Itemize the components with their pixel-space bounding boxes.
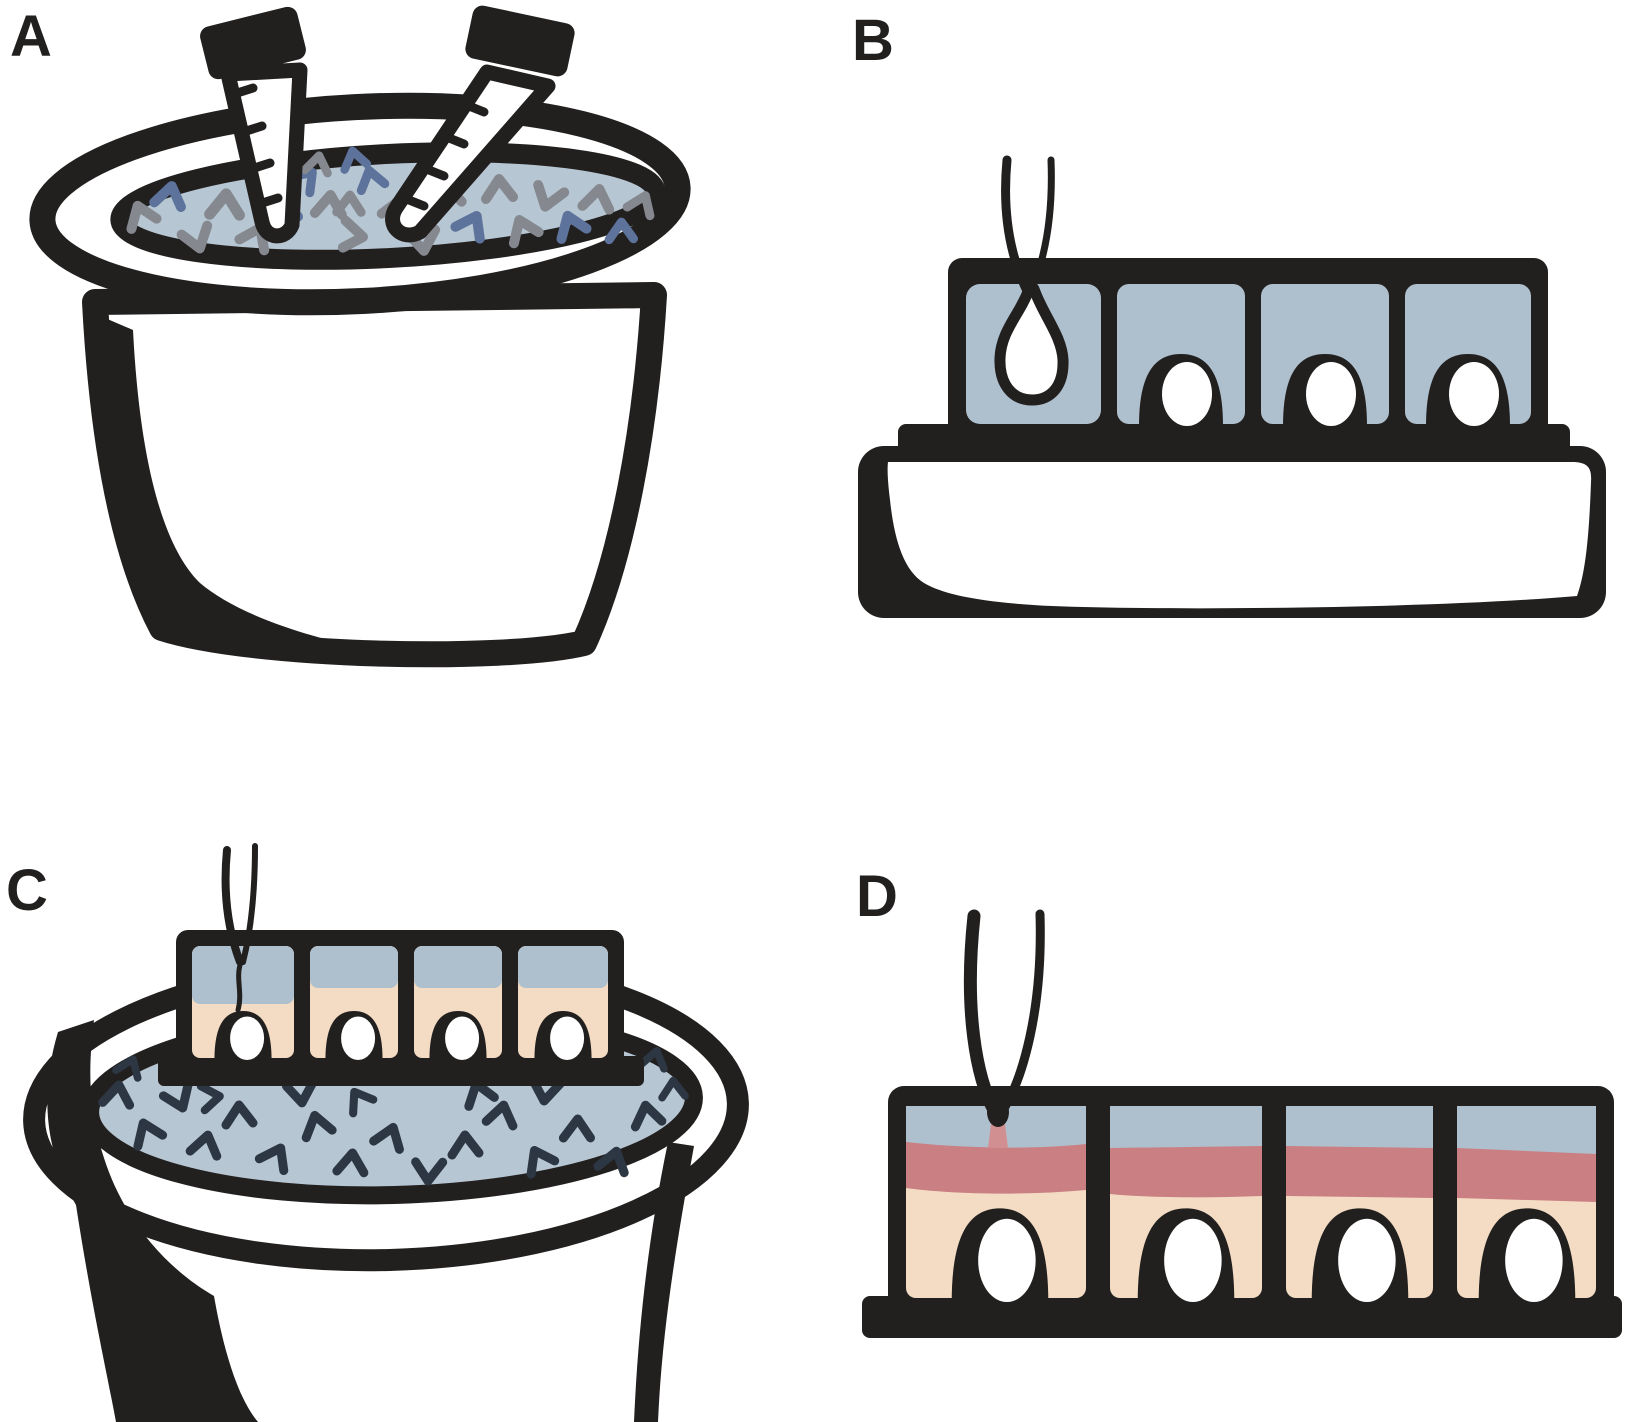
well-block-3 (1286, 1106, 1433, 1302)
conical-tube-left (200, 6, 308, 244)
bucket-right-leg (634, 1142, 694, 1422)
tube-body (220, 62, 308, 244)
pipette-tip (987, 1097, 1009, 1127)
panel-c-label: C (6, 858, 49, 923)
panel-b-mold-strip-on-platform (858, 155, 1606, 618)
bucket-shadow-left-leg (47, 1020, 258, 1422)
droplet-icon (994, 283, 1069, 406)
bucket-shadow (98, 315, 394, 654)
panel-b-label: B (852, 8, 895, 73)
well-block-1 (192, 946, 294, 1060)
pipette-icon (221, 843, 258, 1013)
panel-c-mold-strip-on-ice-bucket (23, 843, 749, 1422)
tube-cap (200, 6, 306, 80)
well-block-2 (1110, 1106, 1262, 1302)
panel-a-label: A (10, 4, 53, 69)
well-block-3 (414, 946, 502, 1060)
pipette-icon (1001, 155, 1055, 296)
panel-d-layered-mold-strip (862, 909, 1622, 1338)
tube-cap (465, 5, 575, 77)
pipette-icon (963, 909, 1045, 1127)
platform-top (887, 462, 1592, 609)
tube-graduations (226, 83, 283, 210)
well-block-2 (310, 946, 398, 1060)
panel-a-ice-bucket-with-tubes (29, 5, 691, 668)
tube-graduations (399, 99, 489, 211)
conical-tube-right (385, 5, 575, 243)
panel-d-label: D (856, 864, 899, 929)
well-block-4 (1457, 1106, 1596, 1302)
tube-body (385, 64, 556, 243)
well-block-4 (518, 946, 608, 1060)
